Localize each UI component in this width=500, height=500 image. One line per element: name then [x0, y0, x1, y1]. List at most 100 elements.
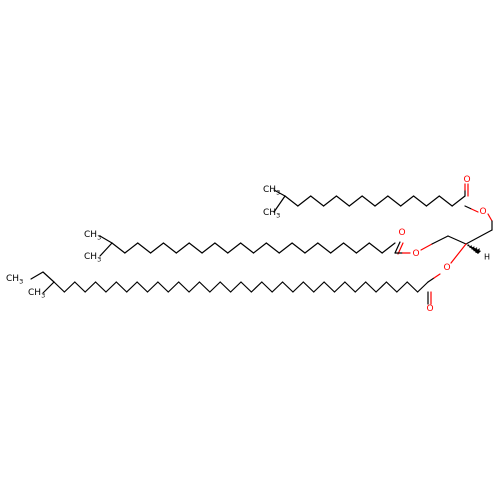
ester-oxygen-label: O: [443, 263, 450, 273]
chain-bottom-bond: [406, 281, 419, 293]
chain-bottom-bond: [385, 281, 398, 293]
chain-top-branch-bond: [273, 189, 286, 197]
chain-bottom-bond: [333, 281, 346, 293]
chain-middle-bond: [162, 242, 177, 254]
chain-bottom-bond: [271, 281, 284, 293]
chain-bottom-bond: [281, 281, 294, 293]
chain-top-bond: [438, 195, 453, 207]
chain-middle-bond: [381, 242, 396, 254]
chain-top-bond: [374, 195, 389, 207]
chain-bottom-bond: [323, 281, 336, 293]
chain-top-bond: [297, 195, 312, 207]
chain-bottom-bond: [63, 281, 76, 293]
ester-oxygen-label: O: [412, 249, 419, 259]
chain-middle-bond: [111, 242, 126, 254]
bond-layer: [30, 183, 493, 305]
chain-top-bond: [310, 195, 325, 207]
ester-bond: [470, 208, 479, 213]
chain-bottom-branch-bond: [42, 281, 55, 294]
ester-bond: [464, 205, 473, 210]
chain-top-branch-bond: [273, 195, 286, 213]
chain-middle-bond: [342, 242, 358, 254]
chain-middle-bond: [304, 242, 319, 254]
chain-middle-bond: [240, 242, 255, 254]
chain-bottom-bond: [219, 281, 232, 293]
stereo-hash: [471, 246, 475, 250]
methyl-label: CH3: [263, 208, 280, 220]
methyl-label: CH3: [84, 230, 101, 242]
chain-top-bond: [348, 195, 363, 207]
chain-bottom-bond: [209, 281, 221, 293]
methyl-label: CH3: [263, 185, 280, 197]
chain-bottom-bond: [53, 281, 65, 293]
ester-bond: [450, 243, 467, 264]
chain-top-bond: [400, 195, 415, 207]
backbone-bond: [465, 229, 493, 245]
stereo-hash: [473, 247, 478, 252]
chain-bottom-bond: [157, 281, 169, 293]
chain-middle-bond: [175, 242, 190, 254]
chain-bottom-bond: [188, 281, 201, 293]
chain-bottom-bond: [261, 281, 273, 293]
chain-top-bond: [335, 195, 350, 207]
chain-bottom-bond: [354, 281, 367, 293]
chain-bottom-bond: [178, 281, 190, 293]
chain-bottom-bond: [344, 281, 356, 293]
chain-bottom-bond: [198, 281, 211, 293]
chain-top-bond: [361, 195, 376, 207]
chain-top-bond: [451, 195, 466, 207]
ester-bond: [427, 277, 435, 283]
chain-bottom-bond: [292, 281, 304, 293]
methyl-label: CH3: [84, 252, 101, 264]
chain-bottom-bond: [136, 281, 149, 293]
chain-middle-bond: [137, 242, 152, 254]
chain-bottom-bond: [365, 281, 377, 293]
backbone-bond: [447, 235, 467, 245]
chain-middle-bond: [188, 242, 203, 254]
chain-bottom-bond: [94, 281, 107, 293]
chain-middle-bond: [330, 242, 345, 254]
chain-bottom-bond: [230, 281, 242, 293]
chain-bottom-bond: [240, 281, 252, 293]
chain-bottom-bond: [313, 281, 325, 293]
chain-middle-bond: [227, 242, 242, 254]
chain-bottom-bond: [84, 281, 97, 293]
chain-top-bond: [425, 195, 440, 207]
chain-bottom-bond: [302, 281, 315, 293]
chain-bottom-bond: [417, 281, 429, 293]
ester-bond: [487, 213, 493, 222]
chain-middle-bond: [278, 242, 293, 254]
carbonyl-oxygen-label: O: [463, 175, 470, 185]
ester-bond: [420, 243, 433, 251]
chain-middle-bond: [214, 242, 229, 254]
methyl-label: CH3: [6, 274, 23, 286]
chain-middle-bond: [355, 242, 370, 254]
carbonyl-bond: [394, 241, 401, 254]
stereo-hydrogen-label: H: [484, 253, 490, 262]
chain-bottom-bond: [105, 281, 117, 293]
carbonyl-oxygen-label: O: [398, 228, 405, 238]
backbone-bond: [431, 235, 449, 245]
chain-bottom-bond: [115, 281, 128, 293]
stereo-hash: [467, 244, 470, 247]
chain-middle-bond: [252, 242, 267, 254]
chain-middle-bond: [149, 242, 165, 254]
chain-bottom-bond: [396, 281, 408, 293]
chain-middle-branch-bond: [99, 242, 113, 257]
chain-top-bond: [412, 195, 428, 207]
methyl-label: CH3: [28, 288, 45, 300]
chain-bottom-branch-bond: [30, 271, 44, 280]
chain-bottom-bond: [74, 281, 86, 293]
chain-top-bond: [284, 195, 299, 207]
chain-bottom-bond: [146, 281, 159, 293]
chain-middle-bond: [124, 242, 139, 254]
chain-bottom-bond: [126, 281, 138, 293]
chain-top-bond: [387, 195, 402, 207]
carbonyl-bond: [397, 242, 404, 255]
chain-middle-bond: [317, 242, 332, 254]
chain-middle-branch-bond: [99, 235, 113, 244]
chain-middle-bond: [368, 242, 383, 254]
stereo-hash: [475, 248, 480, 253]
